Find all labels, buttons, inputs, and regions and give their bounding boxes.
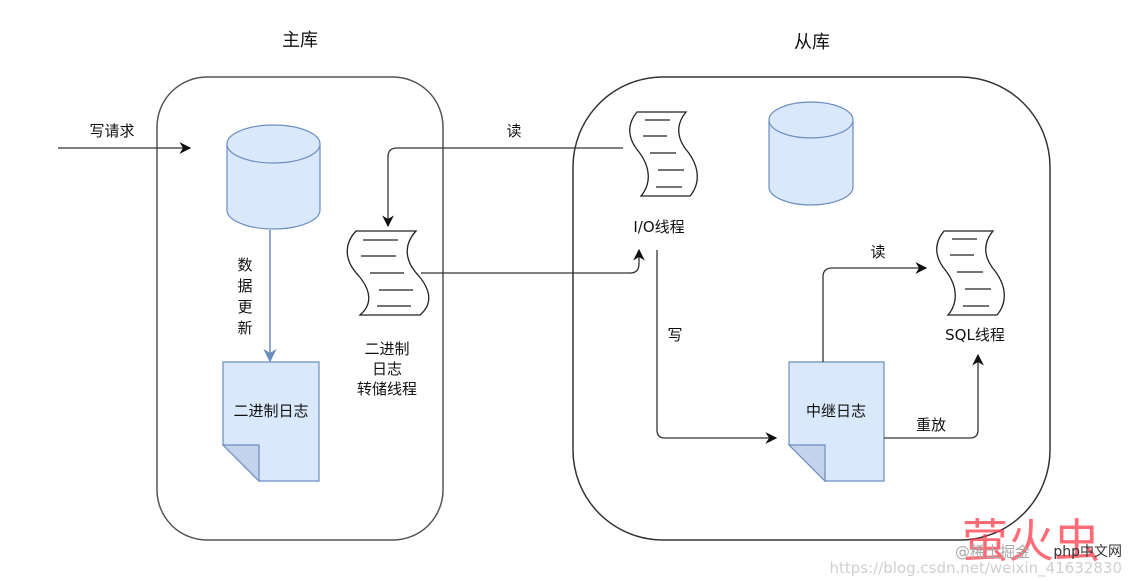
watermark-brand: 萤火虫: [962, 514, 1100, 568]
read-relay-label: 读: [870, 243, 885, 261]
io-thread-icon: [629, 111, 698, 197]
slave-container: [572, 76, 1051, 541]
relay-log-document-icon: [787, 361, 885, 483]
read-binlog-label: 读: [506, 122, 521, 140]
master-database-icon: [226, 124, 321, 230]
data-update-label: 数 据 更 新: [237, 256, 252, 337]
svg-text:更: 更: [237, 298, 252, 316]
write-label: 写: [667, 326, 682, 344]
watermark-site: php中文网: [1053, 544, 1122, 560]
master-container: [156, 76, 444, 541]
binlog-document-icon: [221, 361, 320, 483]
relay-log-label: 中继日志: [806, 402, 866, 420]
watermark-url: https://blog.csdn.net/weixin_41632830: [829, 559, 1122, 578]
dump-thread-icon: [346, 230, 430, 316]
replay-arrow: [884, 353, 984, 439]
master-title: 主库: [282, 30, 318, 51]
send-binlog-arrow: [421, 248, 645, 274]
svg-text:转储线程: 转储线程: [357, 380, 417, 398]
sql-thread-icon: [936, 230, 1005, 316]
read-binlog-arrow: [382, 147, 623, 228]
slave-database-icon: [768, 101, 854, 206]
svg-text:据: 据: [237, 277, 252, 295]
binlog-label: 二进制日志: [233, 402, 308, 420]
dump-thread-label: 二进制 日志 转储线程: [357, 340, 417, 398]
watermark: https://blog.csdn.net/weixin_41632830 萤火…: [829, 514, 1122, 578]
svg-text:数: 数: [237, 256, 252, 274]
replay-label: 重放: [916, 416, 946, 434]
svg-text:日志: 日志: [372, 360, 402, 378]
io-thread-label: I/O线程: [633, 218, 684, 236]
watermark-author: @稀土掘金: [955, 543, 1030, 561]
svg-text:新: 新: [237, 319, 252, 337]
write-request-label: 写请求: [89, 122, 134, 140]
sql-thread-label: SQL线程: [945, 326, 1005, 344]
read-relay-arrow: [822, 262, 928, 362]
svg-text:二进制: 二进制: [364, 340, 409, 358]
slave-title: 从库: [794, 32, 830, 53]
write-relay-arrow: [656, 250, 778, 444]
